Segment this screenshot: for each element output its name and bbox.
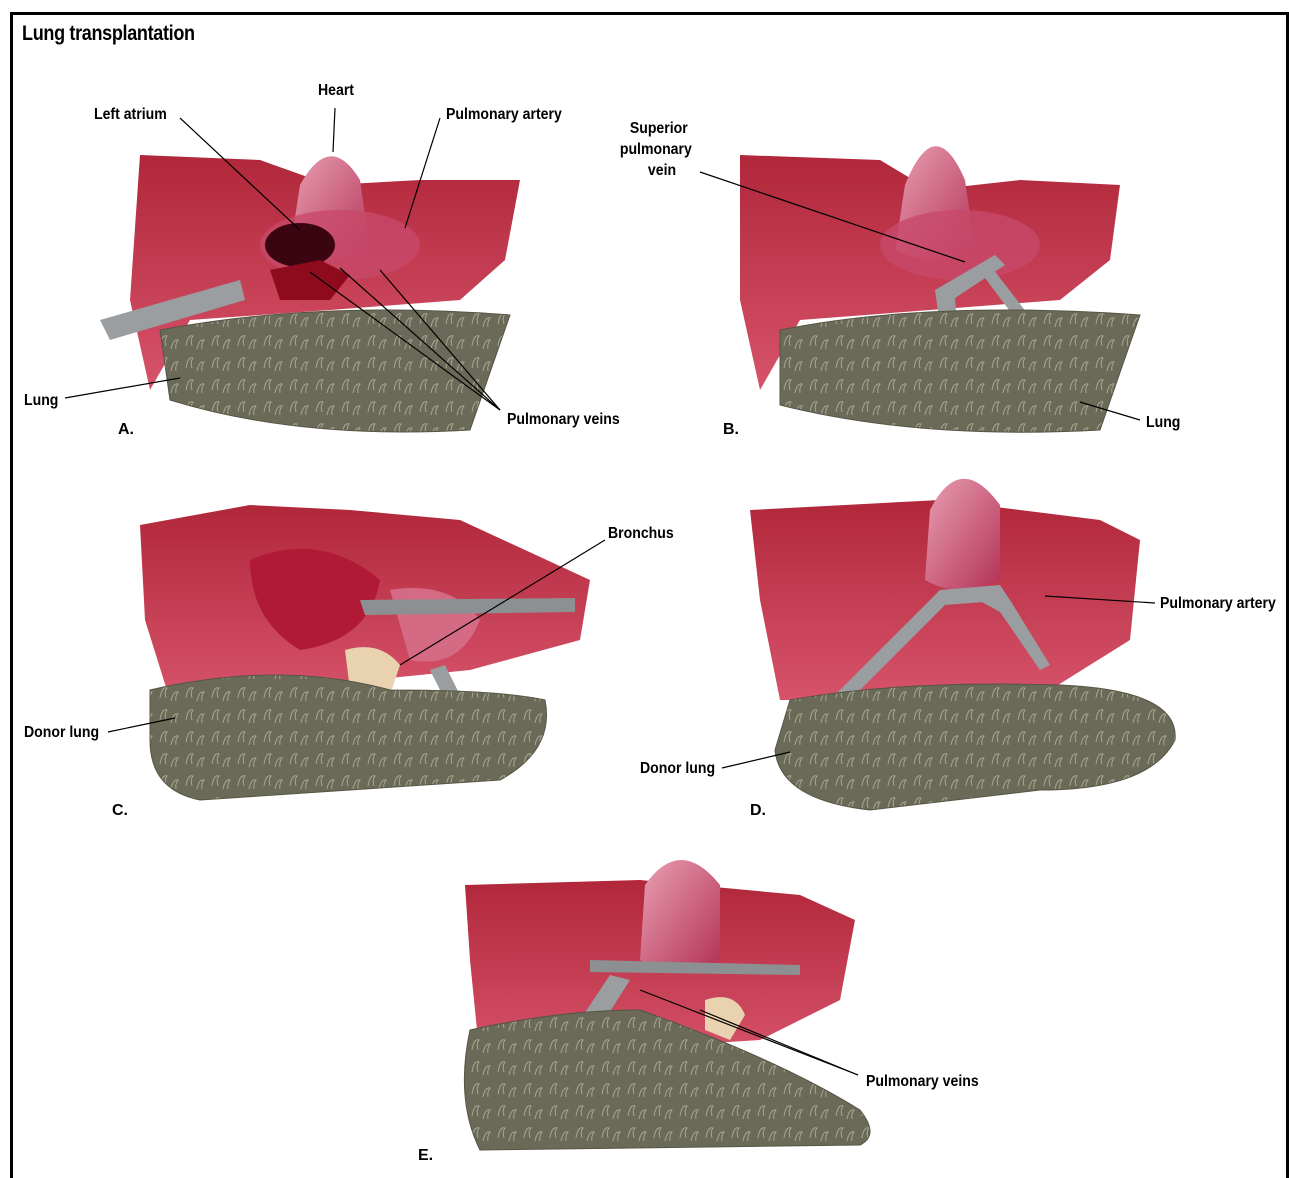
label-superior-pulmonary-vein-1: Superior	[628, 120, 690, 138]
panel-letter-b: B.	[723, 421, 739, 439]
label-superior-pulmonary-vein-2: pulmonary	[618, 141, 694, 159]
label-pulmonary-veins-a: Pulmonary veins	[507, 411, 620, 429]
label-donor-lung-d: Donor lung	[640, 760, 715, 778]
panel-letter-d: D.	[750, 802, 766, 820]
panel-letter-c: C.	[112, 802, 128, 820]
panel-letter-a: A.	[118, 421, 134, 439]
label-pulmonary-veins-e: Pulmonary veins	[866, 1073, 979, 1091]
label-lung-b: Lung	[1146, 414, 1180, 432]
label-superior-pulmonary-vein-3: vein	[640, 162, 684, 180]
panel-c-illustration	[108, 505, 605, 800]
label-left-atrium: Left atrium	[94, 106, 167, 124]
panel-letter-e: E.	[418, 1147, 433, 1165]
label-heart: Heart	[318, 82, 354, 100]
label-donor-lung-c: Donor lung	[24, 724, 99, 742]
panel-e-illustration	[464, 860, 870, 1150]
label-pulmonary-artery-d: Pulmonary artery	[1160, 595, 1276, 613]
panel-b-illustration	[700, 146, 1140, 432]
label-pulmonary-artery-a: Pulmonary artery	[446, 106, 562, 124]
panel-a-illustration	[65, 108, 520, 432]
label-lung-a: Lung	[24, 392, 58, 410]
label-bronchus: Bronchus	[608, 525, 674, 543]
panel-d-illustration	[722, 479, 1175, 810]
